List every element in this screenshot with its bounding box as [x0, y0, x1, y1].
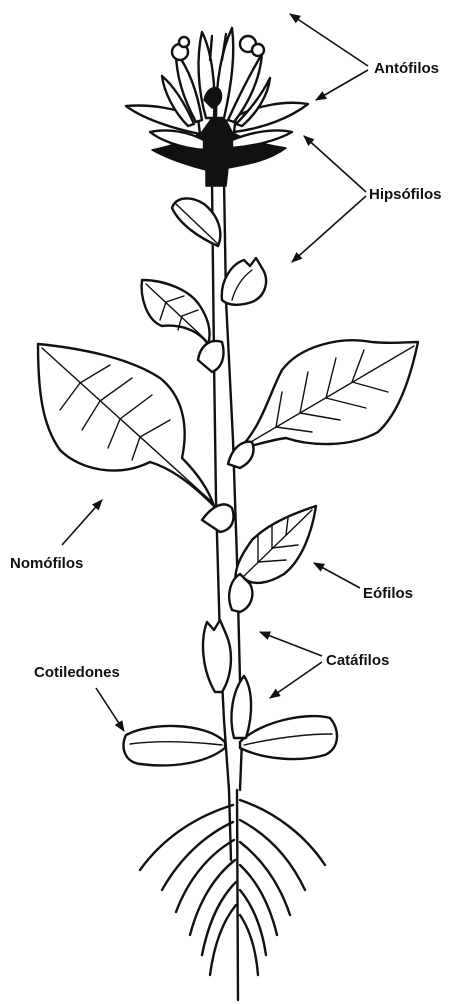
- cotyledon-right: [240, 716, 337, 759]
- eofilos-arrow: [314, 563, 360, 588]
- label-antofilos: Antófilos: [374, 60, 439, 77]
- label-nomofilos: Nomófilos: [10, 555, 83, 572]
- flower: [126, 28, 308, 186]
- hipsofilos-arrow-down: [292, 196, 366, 262]
- label-cotiledones: Cotiledones: [34, 664, 120, 681]
- cotiledones-arrow: [96, 688, 124, 731]
- catafilos-arrow-down: [270, 662, 322, 698]
- cataphyll-lower: [231, 676, 251, 738]
- hypsophyll-bud: [222, 258, 266, 305]
- cataphyll-upper: [203, 620, 231, 692]
- hypsophyll-leaf-left: [142, 280, 224, 372]
- cotyledon-left: [124, 726, 225, 765]
- label-catafilos: Catáfilos: [326, 652, 389, 669]
- hipsofilos-arrow-up: [304, 136, 366, 192]
- nomofilos-arrow: [62, 500, 102, 545]
- root-system: [140, 790, 325, 1000]
- catafilos-arrow-up: [260, 632, 322, 656]
- antofilos-arrow-up: [290, 14, 368, 66]
- antofilos-arrow-down: [316, 70, 368, 100]
- label-hipsofilos: Hipsófilos: [369, 186, 442, 203]
- eophyll: [229, 506, 316, 612]
- nomophyll-right: [228, 340, 418, 468]
- nomophyll-left: [38, 344, 234, 532]
- label-eofilos: Eófilos: [363, 585, 413, 602]
